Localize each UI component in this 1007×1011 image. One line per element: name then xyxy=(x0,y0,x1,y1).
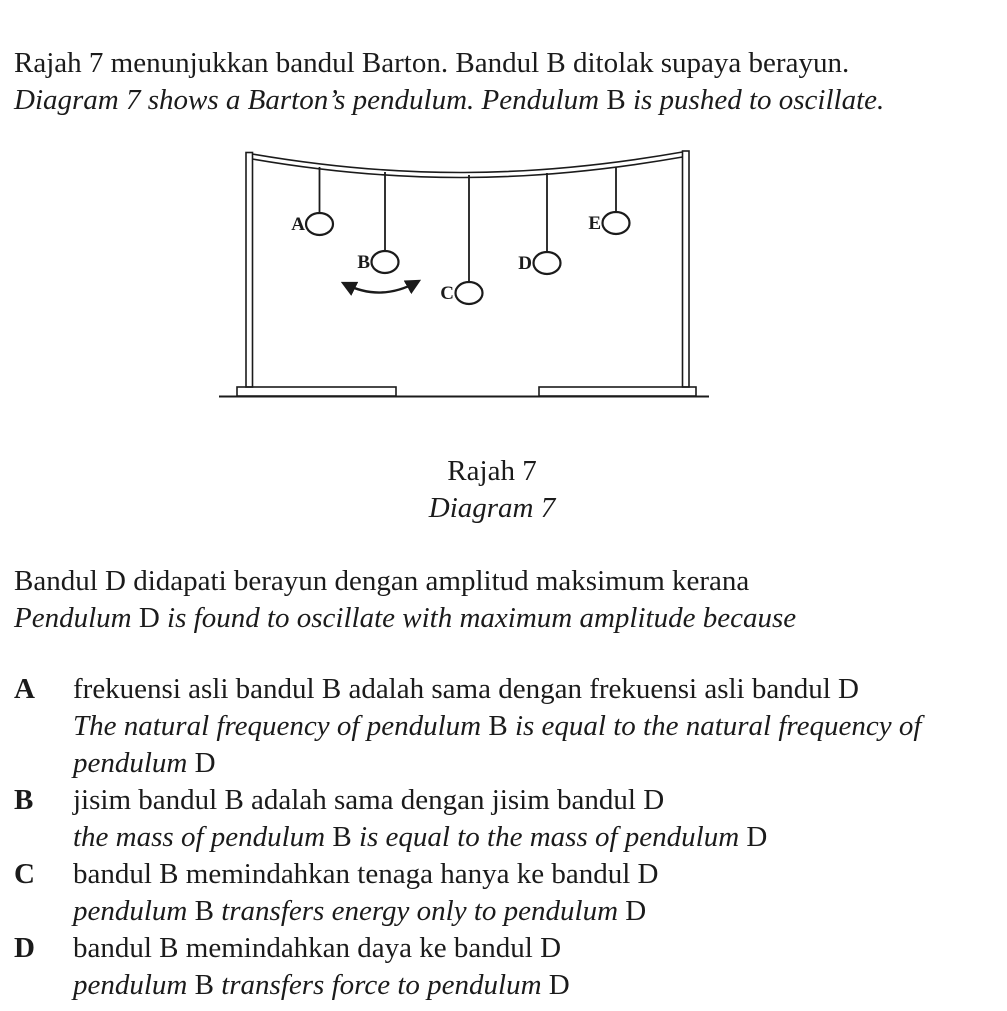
figure-diagram: A B C D E xyxy=(208,145,718,405)
option-c: C bandul B memindahkan tenaga hanya ke b… xyxy=(14,856,999,930)
option-a: A frekuensi asli bandul B adalah sama de… xyxy=(14,671,999,782)
option-a-letter: A xyxy=(14,673,35,705)
pendulum-label-a: A xyxy=(291,214,305,235)
pendulum-label-b: B xyxy=(357,252,370,273)
oscillation-arrow-icon xyxy=(340,279,422,296)
question-malay: Bandul D didapati berayun dengan amplitu… xyxy=(14,565,750,597)
pendulum-bob-e xyxy=(601,210,631,236)
option-d-letter: D xyxy=(14,932,35,964)
option-b: B jisim bandul B adalah sama dengan jisi… xyxy=(14,782,999,856)
option-c-malay: bandul B memindahkan tenaga hanya ke ban… xyxy=(73,858,659,890)
option-a-malay: frekuensi asli bandul B adalah sama deng… xyxy=(73,673,859,705)
option-c-english: pendulum B transfers energy only to pend… xyxy=(73,895,647,927)
frame-left-post xyxy=(245,151,254,388)
figure-caption-malay: Rajah 7 xyxy=(447,455,537,487)
frame-right-post xyxy=(681,150,690,388)
pendulum-bob-a xyxy=(304,211,335,237)
pendulum-bob-c xyxy=(454,280,484,306)
support-string-bottom xyxy=(252,156,683,179)
figure-caption-english: Diagram 7 xyxy=(428,492,556,524)
option-b-letter: B xyxy=(14,784,34,816)
bartons-pendulum-diagram: A B C D E xyxy=(219,150,709,398)
frame-base-left xyxy=(236,386,397,397)
support-string-top xyxy=(252,151,683,174)
option-d-english: pendulum B transfers force to pendulum D xyxy=(73,969,570,1001)
option-d-malay: bandul B memindahkan daya ke bandul D xyxy=(73,932,562,964)
option-b-malay: jisim bandul B adalah sama dengan jisim … xyxy=(73,784,665,816)
pendulum-label-e: E xyxy=(588,213,601,234)
pendulum-bob-d xyxy=(532,250,562,276)
option-a-english: The natural frequency of pendulum B is e… xyxy=(73,710,922,779)
option-d: D bandul B memindahkan daya ke bandul D … xyxy=(14,930,999,1004)
intro-malay: Rajah 7 menunjukkan bandul Barton. Bandu… xyxy=(14,47,850,79)
pendulum-label-d: D xyxy=(518,253,532,274)
intro-english: Diagram 7 shows a Barton’s pendulum. Pen… xyxy=(14,84,885,116)
pendulum-bob-b xyxy=(370,249,400,275)
question-block: Bandul D didapati berayun dengan amplitu… xyxy=(14,563,999,637)
figure-caption: Rajah 7 Diagram 7 xyxy=(14,453,970,527)
options-list: A frekuensi asli bandul B adalah sama de… xyxy=(14,671,999,1004)
frame-base-right xyxy=(538,386,697,397)
option-b-english: the mass of pendulum B is equal to the m… xyxy=(73,821,768,853)
option-c-letter: C xyxy=(14,858,35,890)
pendulum-label-c: C xyxy=(440,283,454,304)
question-english: Pendulum D is found to oscillate with ma… xyxy=(14,602,797,634)
